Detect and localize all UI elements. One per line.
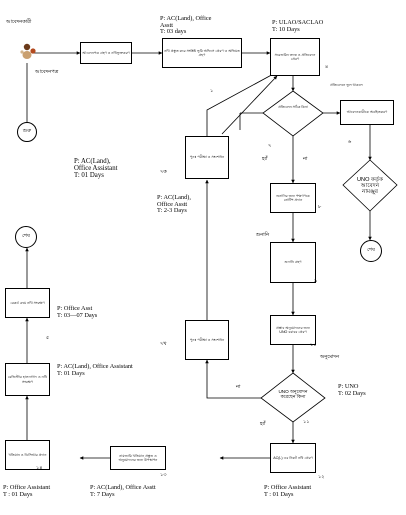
box-uno-sent: প্রস্তাব অনুমোদনের জন্য UNO বরাবর প্রেরণ <box>270 315 316 345</box>
edge-label-rejected: হ্যাঁ <box>260 421 266 427</box>
step-number: ৬ <box>348 139 352 145</box>
step-number: ১০ <box>310 342 317 348</box>
step-number: ১১ <box>303 419 310 425</box>
applicant-label: আবেদনকারী <box>6 19 32 25</box>
edge-label-yes: হ্যাঁ <box>262 156 268 162</box>
edge-label-no: না <box>303 156 308 162</box>
step-number: ৮ <box>318 204 322 210</box>
edge-label-hearing: শুনানি <box>256 232 270 238</box>
box-acl-order: AC(L) এর নিকট নথি প্রেরণ <box>270 443 316 473</box>
step-number: ৭খ <box>160 341 167 347</box>
step-number: ১৩ <box>160 472 167 478</box>
box-register: রেজিস্টার হালনাগাদ ও নথি সংরক্ষণ <box>5 363 50 396</box>
step-number: ৪ <box>325 64 329 70</box>
edge-label-notapproved: না <box>236 384 241 390</box>
box-send-office: নথি প্রস্তুত করে সংশ্লিষ্ট ভূমি অফিসে প্… <box>162 38 242 68</box>
box-dcr: খতিয়ান ও ডিসিআর প্রদান <box>5 440 50 470</box>
decision-uno-approve-label: UNO অনুমোদন করেছেন কিনা <box>278 389 308 399</box>
step-number: ১৪ <box>36 465 43 471</box>
edge-label-approved: অনুমোদন <box>320 354 340 360</box>
box-reject-notice: আবেদনকারীকে অবহিতকরণ <box>340 100 394 125</box>
decision-report-correct-label: প্রতিবেদন সঠিক কিনা <box>278 105 308 109</box>
box-record: রেকর্ড রুমে নথি সংরক্ষণ <box>5 288 50 318</box>
end-node-right: শেষ <box>360 240 382 262</box>
apply-edge-label: আবেদনপত্র <box>35 69 59 75</box>
edge-label-wrong: প্রতিবেদনে ভুল থাকলে <box>330 83 363 87</box>
step-number: ৯ <box>314 278 318 284</box>
box-recheck: পুনঃ পরীক্ষা ও সংশোধন <box>185 320 229 360</box>
box-receive: আবেদনপত্র গ্রহণ ও নথিভুক্তকরণ <box>80 42 132 64</box>
edge-d2-recheck <box>205 359 263 399</box>
edge-reinsp-ulao <box>206 71 278 136</box>
step-number: ১ <box>210 88 214 94</box>
box-reinspection: পুনঃ পরীক্ষা ও সংশোধন <box>185 136 229 179</box>
box-hearing: শুনানি গ্রহণ <box>270 242 316 283</box>
decision-uno-reject <box>342 159 398 212</box>
decision-uno-reject-label: UNO কর্তৃক আবেদন নামঞ্জুর <box>356 177 383 195</box>
start-node: শুরু <box>17 122 37 142</box>
step-number: ৭ক <box>160 169 167 175</box>
applicant-person-icon <box>20 43 36 59</box>
step-number: ১২ <box>318 474 325 480</box>
step-number: ৭ <box>268 143 272 149</box>
decision-uno-approve <box>260 372 326 423</box>
decision-report-correct <box>262 90 324 137</box>
edge-reinsp-ulao-arrow <box>221 75 278 135</box>
end-node-left: শেষ <box>15 226 37 248</box>
box-send-hearing: শুনানির জন্য পক্ষগণকে নোটিশ প্রদান <box>270 183 316 213</box>
box-final-order: নামজারি খতিয়ান প্রস্তুত ও অনুমোদনের জন্… <box>110 446 166 470</box>
step-number: ৫ <box>46 335 50 341</box>
box-ulao-inspection: সরেজমিন তদন্ত ও প্রতিবেদন প্রেরণ <box>270 38 320 76</box>
